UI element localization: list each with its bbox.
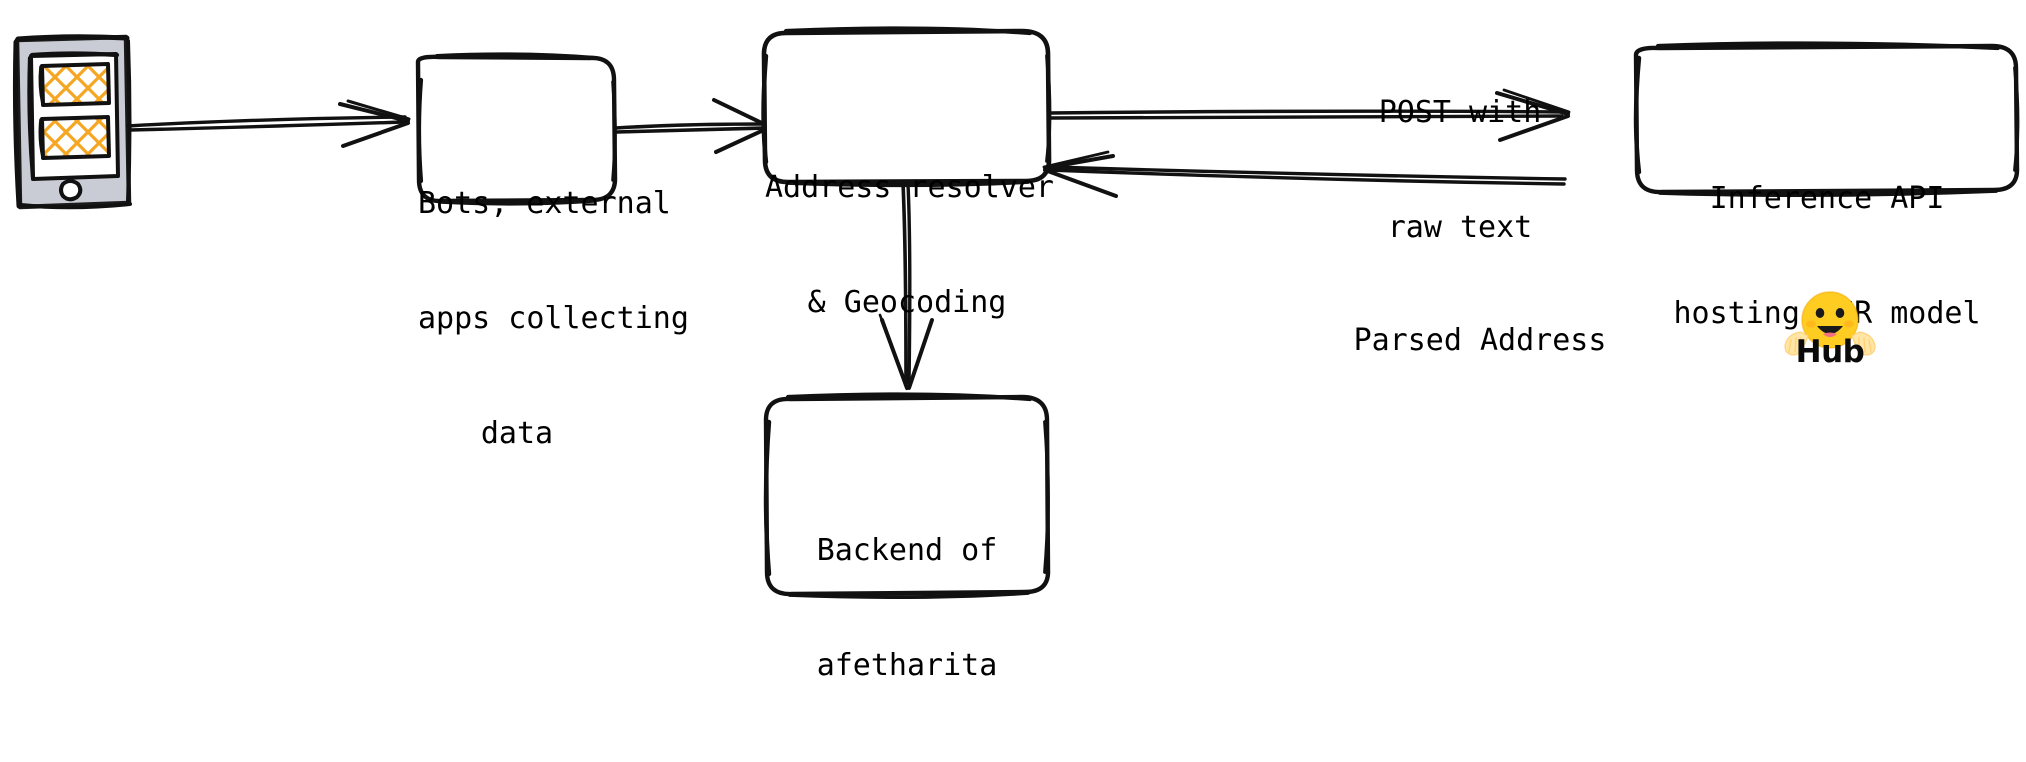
edge-device-to-bots bbox=[126, 99, 411, 148]
screen-card-bottom bbox=[38, 115, 111, 160]
node-inference-api[interactable] bbox=[1633, 41, 2020, 197]
screen-card-top bbox=[38, 62, 111, 107]
node-address-resolver[interactable] bbox=[761, 26, 1052, 188]
edge-label-parsed-address: Parsed Address bbox=[1330, 245, 1630, 437]
node-backend-afetharita[interactable] bbox=[763, 392, 1051, 599]
hugging-face-hub-icon bbox=[1784, 291, 1876, 356]
architecture-diagram: Bots, external apps collecting data Addr… bbox=[12, 17, 2020, 683]
node-label-line: afetharita bbox=[816, 647, 998, 683]
home-button-icon[interactable] bbox=[59, 179, 83, 202]
edge-bots-to-resolver bbox=[614, 98, 770, 154]
edge-label-line: raw text bbox=[1387, 209, 1533, 245]
hugging-face-hub-logo[interactable]: Hub bbox=[1775, 288, 1885, 380]
edge-inference-to-resolver bbox=[1042, 150, 1567, 198]
edge-resolver-to-backend bbox=[878, 181, 934, 390]
diagram-canvas bbox=[12, 26, 2020, 599]
edge-label-post-with-raw-text: POST with raw text bbox=[1330, 17, 1590, 324]
edge-label-line: POST with bbox=[1378, 94, 1542, 130]
mobile-phone-icon bbox=[12, 34, 132, 210]
edge-label-line: Parsed Address bbox=[1353, 322, 1607, 358]
edge-resolver-to-inference bbox=[1048, 88, 1571, 142]
node-bots-external-apps[interactable] bbox=[415, 52, 618, 206]
hub-logo-text: Hub bbox=[1795, 334, 1865, 370]
